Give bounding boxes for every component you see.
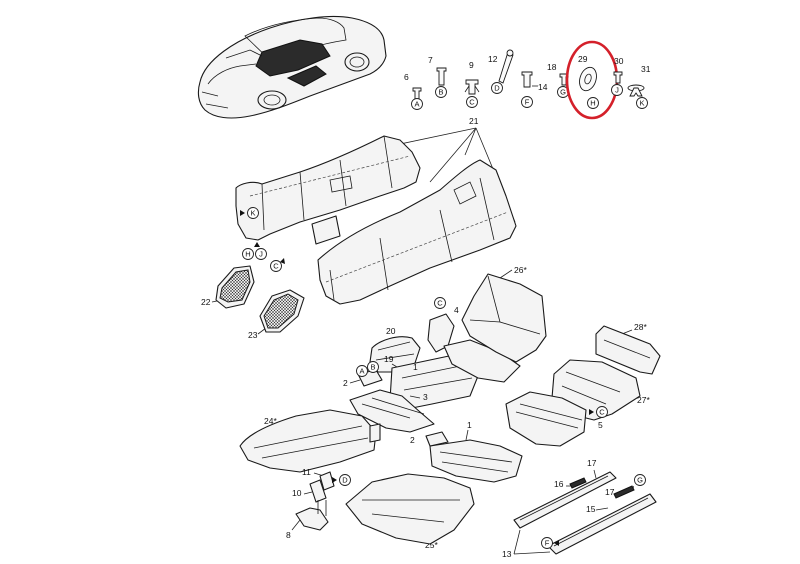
panel-4: C 4 (427, 297, 521, 383)
svg-text:28*: 28* (634, 322, 647, 332)
fastener-7: 7 B (428, 55, 447, 98)
svg-text:5: 5 (598, 420, 603, 430)
svg-text:11: 11 (302, 467, 311, 477)
svg-text:23: 23 (248, 330, 258, 340)
svg-text:29: 29 (578, 54, 588, 64)
fastener-14: 14 F (521, 71, 548, 108)
svg-text:D: D (494, 84, 500, 93)
svg-text:17: 17 (587, 458, 597, 468)
fastener-12: 12 D (488, 49, 514, 94)
svg-text:C: C (437, 299, 443, 308)
svg-text:24*: 24* (264, 416, 277, 426)
fastener-18: 18 G (547, 62, 569, 98)
footwell-carpet-26: 26* (461, 265, 547, 363)
svg-text:J: J (615, 86, 619, 95)
mesh-panel-22: 22 (201, 265, 255, 309)
mesh-panel-23: 23 (248, 289, 305, 340)
svg-text:25*: 25* (425, 540, 438, 550)
fasteners-row: 6 A 7 B 9 C 12 D 14 (404, 40, 651, 120)
svg-text:1: 1 (467, 420, 472, 430)
svg-text:17: 17 (605, 487, 615, 497)
svg-text:3: 3 (423, 392, 428, 402)
svg-text:16: 16 (554, 479, 564, 489)
svg-text:J: J (259, 250, 263, 259)
svg-text:19: 19 (384, 354, 394, 364)
svg-text:C: C (273, 262, 279, 271)
svg-text:A: A (359, 367, 364, 376)
floor-carpet-24: 24* (239, 409, 381, 473)
svg-text:F: F (545, 539, 550, 548)
svg-text:A: A (414, 100, 419, 109)
svg-text:18: 18 (547, 62, 557, 72)
center-tunnel-1-lower: 1 2 (410, 420, 523, 483)
svg-text:F: F (525, 98, 530, 107)
svg-text:B: B (370, 363, 375, 372)
svg-text:K: K (639, 99, 644, 108)
center-tunnel-1-upper: 1 (413, 362, 418, 372)
floor-carpet-25: 25* (345, 473, 475, 550)
svg-text:G: G (637, 476, 643, 485)
svg-text:H: H (590, 99, 595, 108)
svg-text:D: D (342, 476, 348, 485)
svg-text:30: 30 (614, 56, 624, 66)
fastener-6: 6 A (404, 72, 423, 110)
bulkhead-insulation-21: 21 K H J C (235, 116, 517, 305)
tunnel-cover-20: 20 (369, 326, 421, 373)
svg-text:8: 8 (286, 530, 291, 540)
svg-text:6: 6 (404, 72, 409, 82)
svg-text:14: 14 (538, 82, 548, 92)
rear-panel-28: 28* (595, 322, 661, 375)
svg-text:4: 4 (454, 305, 459, 315)
svg-text:31: 31 (641, 64, 651, 74)
svg-text:15: 15 (586, 504, 596, 514)
svg-text:B: B (438, 88, 443, 97)
svg-text:G: G (560, 88, 566, 97)
svg-text:C: C (469, 98, 475, 107)
bracket-11-10-8: 11 D 10 8 (286, 467, 351, 540)
fastener-30: 30 J (611, 56, 624, 96)
svg-text:K: K (250, 209, 255, 218)
svg-text:1: 1 (413, 362, 418, 372)
svg-text:13: 13 (502, 549, 512, 559)
svg-text:21: 21 (469, 116, 479, 126)
svg-text:C: C (599, 408, 605, 417)
car-thumbnail (197, 15, 387, 119)
svg-text:10: 10 (292, 488, 302, 498)
svg-text:22: 22 (201, 297, 211, 307)
svg-text:2: 2 (410, 435, 415, 445)
svg-text:27*: 27* (637, 395, 650, 405)
fastener-31: 31 K (627, 64, 651, 109)
svg-text:2: 2 (343, 378, 348, 388)
svg-text:9: 9 (469, 60, 474, 70)
fastener-9: 9 C (464, 60, 480, 108)
fastener-29-highlighted[interactable]: 29 H (565, 40, 619, 120)
panel-5: C 5 (505, 391, 608, 447)
svg-text:26*: 26* (514, 265, 527, 275)
svg-text:7: 7 (428, 55, 433, 65)
svg-text:12: 12 (488, 54, 498, 64)
door-sills: 16 17 G 17 15 F 13 (502, 458, 657, 559)
svg-text:H: H (245, 250, 250, 259)
svg-text:20: 20 (386, 326, 396, 336)
